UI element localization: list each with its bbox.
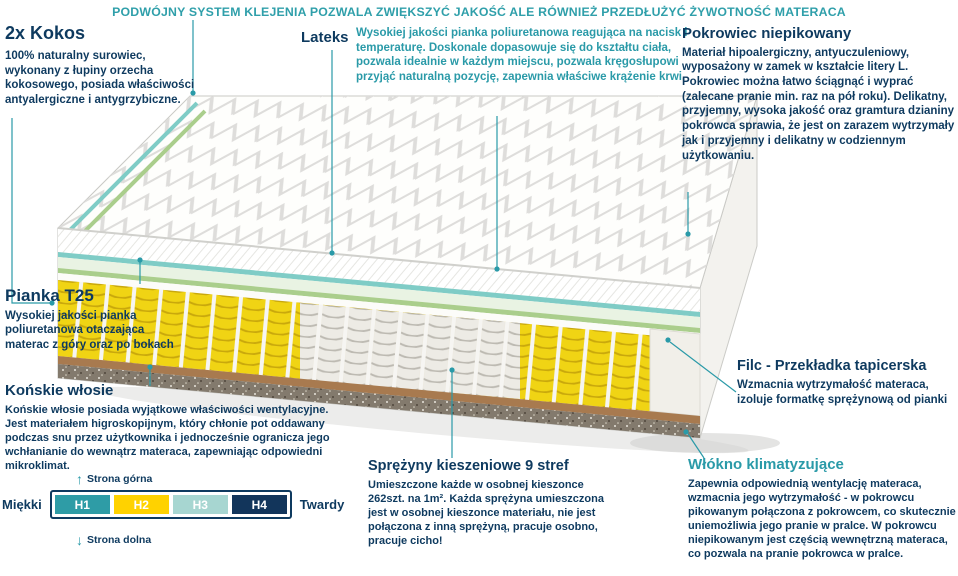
glue-layer-line-green <box>71 109 207 245</box>
callout-filc-body: Wzmacnia wytrzymałość materaca, izoluje … <box>737 378 948 406</box>
layer-felt <box>58 273 700 340</box>
connector-wlokno <box>687 433 705 459</box>
connector-dots <box>49 90 691 435</box>
bottom-side-note: ↓ Strona dolna <box>76 533 151 547</box>
top-side-note: ↑ Strona górna <box>76 472 152 486</box>
arrow-down-icon: ↓ <box>76 532 83 548</box>
callout-pokrowiec: Pokrowiec niepikowany Materiał hipoalerg… <box>682 25 955 163</box>
layer-latex <box>58 252 700 317</box>
callout-sprezyny: Sprężyny kieszeniowe 9 stref Umieszczone… <box>368 458 622 548</box>
soft-label: Miękki <box>2 497 42 512</box>
callout-pianka-termoelastyczna: Wysokiej jakości pianka poliuretanowa re… <box>356 26 690 85</box>
callout-sprezyny-body: Umieszczone każde w osobnej kieszonce 26… <box>368 478 604 548</box>
mattress-top-face <box>56 95 758 289</box>
glue-layer-line-aqua <box>63 101 199 237</box>
connector-kokos <box>11 118 50 304</box>
callout-pianka-termoelastyczna-body: Wysokiej jakości pianka poliuretanowa re… <box>356 27 688 84</box>
callout-filc-title: Filc - Przekładka tapicerska <box>737 358 927 374</box>
firmness-level-h1: H1 <box>54 495 110 514</box>
callout-filc: Filc - Przekładka tapicerska Wzmacnia wy… <box>737 358 955 407</box>
callout-konskie-wlosie: Końskie włosie Końskie włosie posiada wy… <box>5 382 339 473</box>
mattress-shadow <box>91 386 780 454</box>
callout-pianka-t25: Pianka T25 Wysokiej jakości pianka poliu… <box>5 286 191 353</box>
callout-wlokno-title: Włókno klimatyzujące <box>688 456 844 473</box>
callout-2x-kokos-title: 2x Kokos <box>5 23 86 43</box>
firmness-level-h4: H4 <box>231 495 287 514</box>
firmness-segments: H1 H2 H3 H4 <box>49 490 292 519</box>
callout-wlokno-body: Zapewnia odpowiednią wentylację materaca… <box>688 477 956 560</box>
connector-filc <box>669 341 737 393</box>
firmness-scale: Miękki H1 H2 H3 H4 Twardy <box>2 490 344 519</box>
callout-2x-kokos: 2x Kokos 100% naturalny surowiec, wykona… <box>5 23 197 108</box>
callout-pianka-t25-title: Pianka T25 <box>5 286 94 305</box>
firmness-level-h2: H2 <box>113 495 169 514</box>
callout-pokrowiec-body: Materiał hipoalergiczny, antyuczuleniowy… <box>682 46 955 162</box>
callout-konskie-wlosie-body: Końskie włosie posiada wyjątkowe właściw… <box>5 403 330 472</box>
layer-coconut-green <box>58 268 700 333</box>
callout-pianka-t25-body: Wysokiej jakości pianka poliuretanowa ot… <box>5 309 174 352</box>
cover-wedge <box>649 328 701 417</box>
layer-foam-mint <box>58 257 700 328</box>
callout-lateks: Lateks <box>301 29 349 50</box>
bottom-side-label: Strona dolna <box>87 534 152 546</box>
pocket-springs <box>58 280 701 417</box>
callout-konskie-wlosie-title: Końskie włosie <box>5 382 114 399</box>
connector-lines <box>11 20 737 459</box>
mattress-front-layers <box>57 227 701 439</box>
callout-2x-kokos-body: 100% naturalny surowiec, wykonany z łupi… <box>5 49 195 106</box>
callout-wlokno: Włókno klimatyzujące Zapewnia odpowiedni… <box>688 456 956 561</box>
layer-base-fabric <box>58 364 700 438</box>
header-banner: PODWÓJNY SYSTEM KLEJENIA POZWALA ZWIĘKSZ… <box>112 5 846 19</box>
callout-lateks-title: Lateks <box>301 29 349 46</box>
callout-pokrowiec-title: Pokrowiec niepikowany <box>682 25 852 42</box>
top-side-label: Strona górna <box>87 473 153 485</box>
hard-label: Twardy <box>299 497 345 512</box>
arrow-up-icon: ↑ <box>76 471 83 487</box>
firmness-level-h3: H3 <box>172 495 228 514</box>
layer-coconut-brown <box>58 356 700 424</box>
callout-sprezyny-title: Sprężyny kieszeniowe 9 stref <box>368 458 569 474</box>
